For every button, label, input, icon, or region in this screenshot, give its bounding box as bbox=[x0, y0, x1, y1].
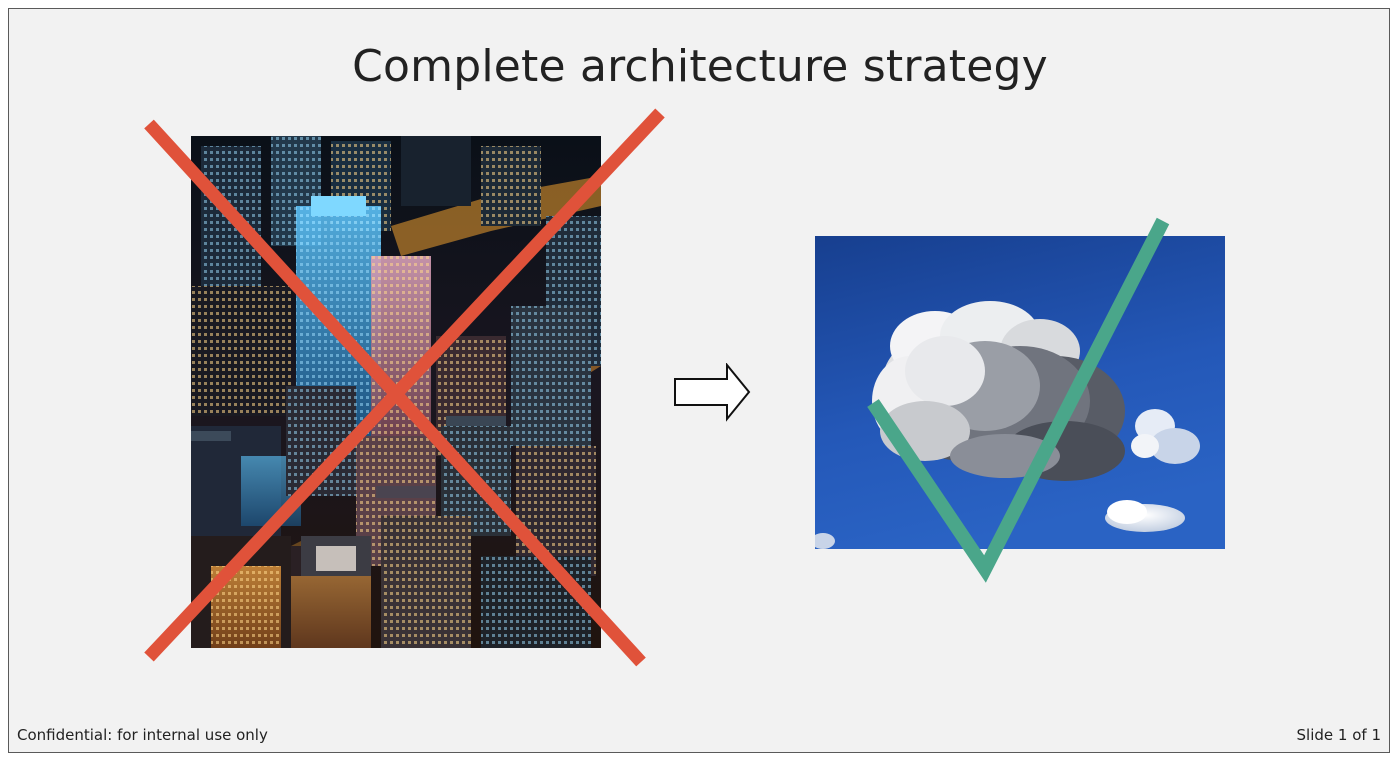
slide-title: Complete architecture strategy bbox=[352, 41, 1048, 92]
arrow-right-icon bbox=[674, 363, 751, 422]
cloud-sky-image bbox=[815, 236, 1225, 549]
slide: Complete architecture strategy bbox=[8, 8, 1390, 753]
confidential-notice: Confidential: for internal use only bbox=[17, 726, 268, 744]
slide-counter: Slide 1 of 1 bbox=[1296, 726, 1381, 744]
check-mark-icon bbox=[867, 217, 1170, 583]
cross-out-icon bbox=[144, 108, 665, 667]
